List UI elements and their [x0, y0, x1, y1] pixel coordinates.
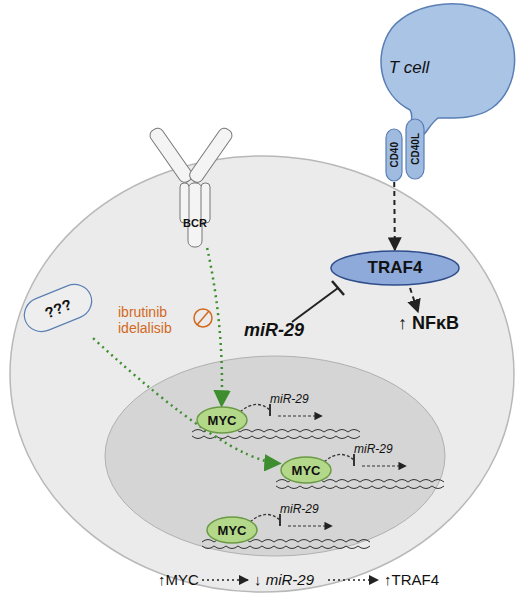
cd40l-ligand: CD40L [405, 118, 425, 180]
node-label: MYC [208, 413, 237, 428]
dna-strand [276, 486, 444, 489]
outline [148, 126, 195, 185]
transcription-arrow [362, 465, 406, 466]
chain-text: ↑MYC [158, 571, 199, 588]
chain-arrow [328, 579, 378, 581]
inhibition-line [250, 514, 280, 522]
outline [188, 183, 202, 247]
node-outline [150, 128, 240, 248]
outline [207, 517, 257, 543]
transcription-arrow [288, 525, 332, 526]
inhibition-line [292, 288, 338, 322]
nucleus [105, 356, 445, 556]
node-label: BCR [183, 217, 207, 229]
mirna-label: miR-29 [244, 320, 304, 341]
outline [197, 407, 247, 433]
cd40-receptor: CD40 [385, 128, 403, 182]
bcr-receptor: BCR [150, 128, 240, 248]
drug-names: ibrutinib idelalisib [118, 304, 198, 336]
dna-strand [202, 546, 370, 549]
transcription-arrow [278, 415, 322, 416]
inhibition-bar [332, 281, 344, 295]
node-label: MYC [218, 523, 247, 538]
inhibitor-slash [197, 311, 209, 325]
myc-factor: MYC [206, 516, 258, 544]
node-label: T cell [389, 58, 430, 78]
traf4-protein: TRAF4 [330, 250, 460, 286]
activation-arrow [410, 288, 418, 312]
node-label: CD40L [410, 133, 421, 165]
myc-factor: MYC [280, 456, 332, 484]
node-label: CD40 [389, 142, 400, 168]
chain-text: ↓ miR-29 [254, 571, 314, 588]
node-label: MYC [292, 463, 321, 478]
inhibition-line [324, 454, 354, 462]
inhibitor-symbol [194, 309, 212, 327]
b-cell [10, 156, 514, 592]
t-cell: T cell [370, 0, 518, 136]
mirna-gene: miR-29 [354, 442, 393, 456]
signal-arrow [207, 248, 222, 406]
chain-text: ↑TRAF4 [384, 571, 439, 588]
outline [381, 4, 515, 136]
outline [406, 119, 424, 179]
outline [187, 126, 234, 185]
outline [281, 457, 331, 483]
mirna-gene: miR-29 [270, 392, 309, 406]
dna-strand [192, 436, 360, 439]
signal-arrow [93, 338, 280, 463]
outline [19, 279, 97, 337]
outline [331, 251, 459, 285]
signal-arrow [393, 182, 396, 250]
dna-group [192, 404, 444, 549]
chain-arrow [202, 579, 248, 581]
pathway-label: ↑ NFκB [398, 313, 459, 334]
inhibition-line [240, 404, 270, 412]
node-label: TRAF4 [368, 258, 423, 278]
myc-factor: MYC [196, 406, 248, 434]
outline [386, 129, 402, 181]
mirna-gene: miR-29 [280, 502, 319, 516]
